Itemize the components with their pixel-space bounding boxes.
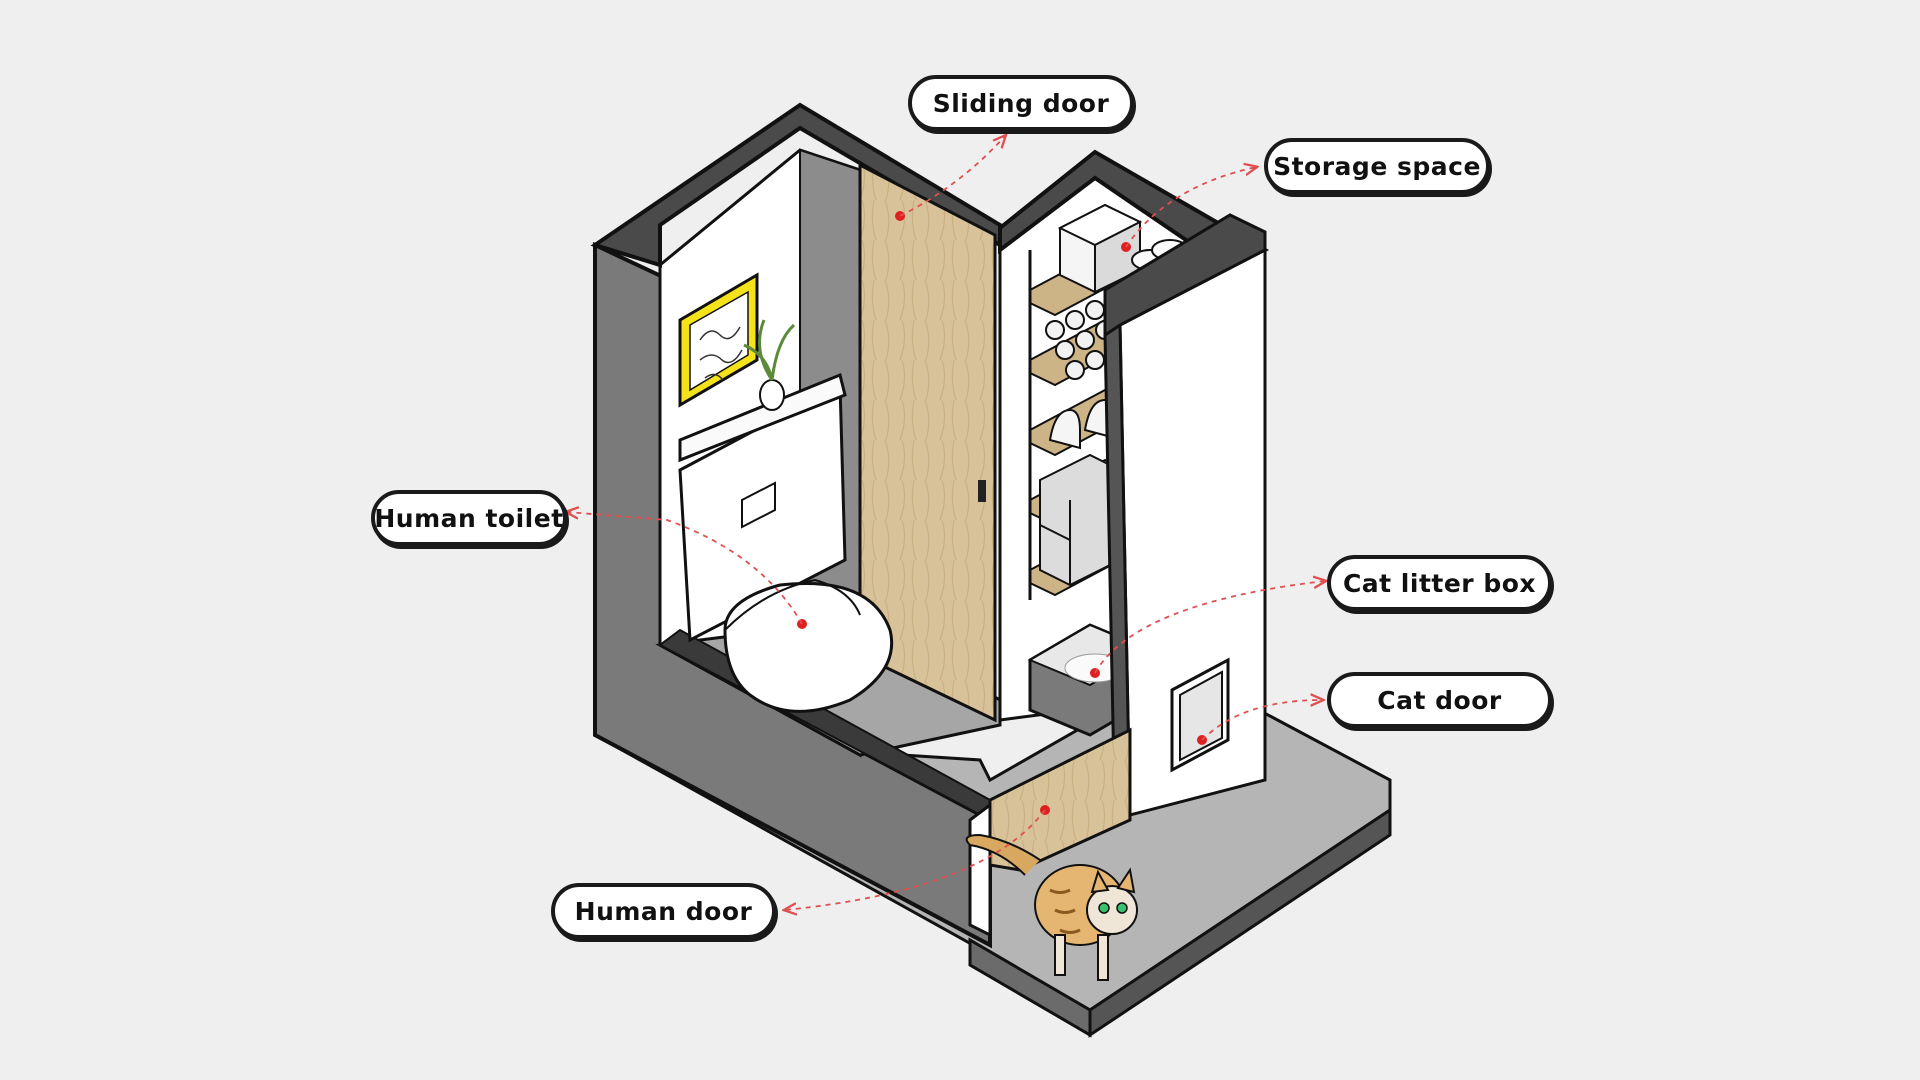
callout-human-toilet: Human toilet xyxy=(371,490,567,546)
callout-human-door: Human door xyxy=(551,883,776,939)
leader-cat-door xyxy=(1201,700,1322,741)
callout-storage-space: Storage space xyxy=(1264,138,1490,194)
callout-cat-door: Cat door xyxy=(1327,672,1552,728)
callout-human-toilet-label: Human toilet xyxy=(374,503,564,533)
human-toilet xyxy=(678,372,894,713)
wall-picture xyxy=(678,272,759,408)
leader-storage-space xyxy=(1125,167,1256,248)
leader-cat-litter-box xyxy=(1094,581,1325,674)
leader-sliding-door xyxy=(899,136,1005,217)
callout-human-door-label: Human door xyxy=(574,896,753,926)
callout-cat-litter-box: Cat litter box xyxy=(1327,555,1552,611)
leader-human-toilet xyxy=(567,512,803,625)
plant-vase xyxy=(743,319,796,411)
callout-sliding-door-label: Sliding door xyxy=(932,88,1110,118)
callout-storage-space-label: Storage space xyxy=(1273,151,1481,181)
leader-lines xyxy=(567,136,1325,910)
right-partition-wall xyxy=(1103,213,1267,825)
cat-illustration xyxy=(965,833,1138,981)
callout-sliding-door: Sliding door xyxy=(908,75,1134,131)
callout-cat-litter-box-label: Cat litter box xyxy=(1342,568,1537,598)
callout-cat-door-label: Cat door xyxy=(1377,685,1502,715)
sliding-door xyxy=(858,162,997,723)
